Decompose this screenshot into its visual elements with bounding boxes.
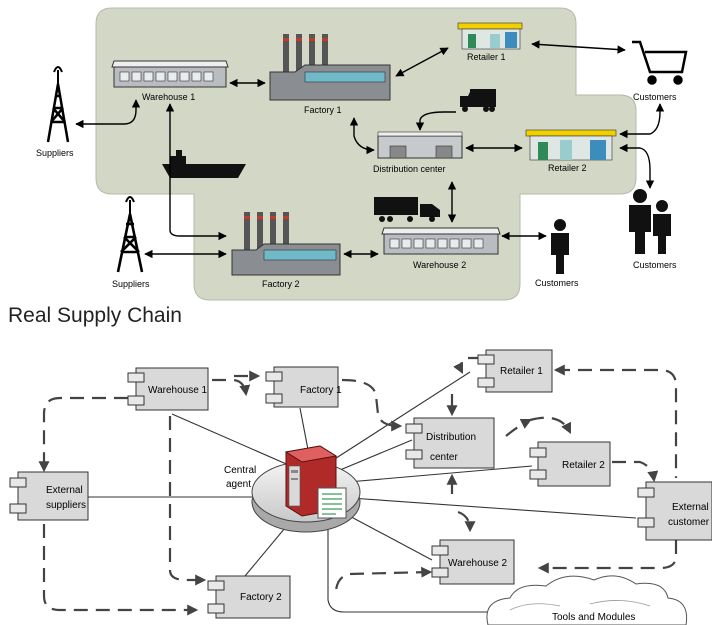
oil-derrick-icon <box>116 196 144 273</box>
retailer-1-component[interactable] <box>477 349 553 393</box>
tools-cloud[interactable] <box>486 575 688 625</box>
document-icon <box>317 487 347 519</box>
person-icon <box>551 219 569 274</box>
retailer-2-label: Retailer 2 <box>548 163 587 173</box>
truck-icon <box>460 89 496 112</box>
factory-2-building <box>231 212 341 276</box>
factory-2-component[interactable] <box>207 575 291 619</box>
distribution-center-label: Distribution center <box>373 164 446 174</box>
retailer-2-component-label: Retailer 2 <box>562 460 605 471</box>
shopping-cart-icon <box>632 40 688 85</box>
suppliers-bottom-label: Suppliers <box>112 279 150 289</box>
warehouse-1-component[interactable] <box>127 367 209 411</box>
agent-connections <box>86 371 637 613</box>
agent-flows <box>38 356 678 616</box>
real-chain-flows <box>75 40 665 259</box>
factory-1-building <box>269 34 391 101</box>
factory-1-component-label: Factory 1 <box>300 385 342 396</box>
warehouse-2-label: Warehouse 2 <box>413 260 466 270</box>
factory-2-label: Factory 2 <box>262 279 300 289</box>
external-customer-label-1: External <box>672 502 709 513</box>
retailer-2-store <box>525 129 617 161</box>
warehouse-1-component-label: Warehouse 1 <box>148 385 208 396</box>
truck-icon <box>374 197 440 222</box>
customers-right-label: Customers <box>633 260 677 270</box>
central-agent-label-1: Central <box>224 465 256 476</box>
oil-derrick-icon <box>46 66 70 143</box>
external-customer-label-2: customer <box>668 517 710 528</box>
tools-cloud-label: Tools and Modules <box>552 612 635 623</box>
external-customer-component[interactable] <box>637 481 712 541</box>
external-suppliers-label-2: suppliers <box>46 500 86 511</box>
people-icon <box>629 189 671 254</box>
customers-top-label: Customers <box>633 92 677 102</box>
factory-2-component-label: Factory 2 <box>240 592 282 603</box>
warehouse-1-building <box>111 60 229 88</box>
distribution-center-building <box>377 131 463 159</box>
suppliers-top-label: Suppliers <box>36 148 74 158</box>
warehouse-1-label: Warehouse 1 <box>142 92 195 102</box>
distribution-center-component[interactable] <box>405 417 495 469</box>
section-title: Real Supply Chain <box>8 304 182 327</box>
central-agent-label-2: agent <box>226 479 251 490</box>
retailer-2-component[interactable] <box>529 441 611 487</box>
retailer-1-component-label: Retailer 1 <box>500 366 543 377</box>
retailer-1-store <box>457 22 523 50</box>
retailer-1-label: Retailer 1 <box>467 52 506 62</box>
warehouse-2-component[interactable] <box>431 539 515 585</box>
external-suppliers-component[interactable] <box>9 471 89 521</box>
factory-1-component[interactable] <box>265 366 339 408</box>
distribution-center-component-label-1: Distribution <box>426 432 476 443</box>
external-suppliers-label-1: External <box>46 485 83 496</box>
factory-1-label: Factory 1 <box>304 105 342 115</box>
distribution-center-component-label-2: center <box>430 452 458 463</box>
customers-middle-label: Customers <box>535 278 579 288</box>
warehouse-2-building <box>381 227 501 255</box>
warehouse-2-component-label: Warehouse 2 <box>448 558 508 569</box>
